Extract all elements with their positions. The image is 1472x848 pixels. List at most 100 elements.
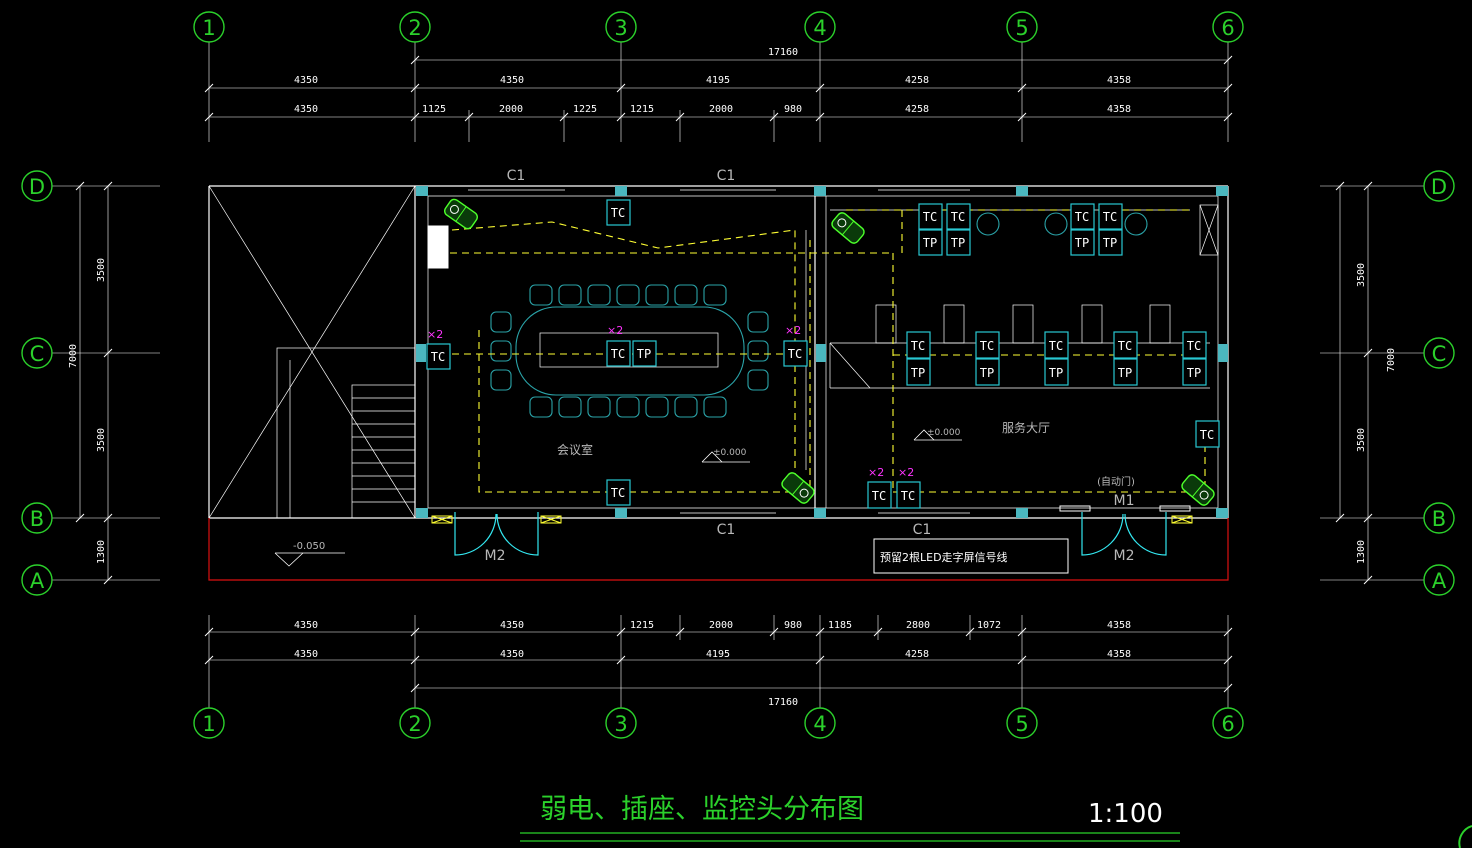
dim-bot-r1-2: 4350 (500, 620, 524, 631)
axis-label-B-right: B (1432, 507, 1446, 531)
dim-top-r1-2: 4350 (500, 75, 524, 86)
meeting-chairs (490, 284, 769, 418)
dim-right-seg-3: 1300 (1356, 540, 1367, 564)
outlet-tc-meeting-table: TC (606, 340, 631, 367)
room-label-service-hall: 服务大厅 (1002, 420, 1050, 435)
axis-bubbles-bottom: 1 2 3 4 5 6 (193, 707, 1244, 739)
axis-label-A-right: A (1432, 569, 1447, 593)
corner-mark (1458, 825, 1472, 848)
dim-bot-r1-4: 2000 (709, 620, 733, 631)
outlet-tc-hall-bottom-2: TC (896, 481, 921, 509)
dim-right-seg-1: 3500 (1356, 263, 1367, 287)
dim-bot-r2-1: 4350 (294, 649, 318, 660)
axis-label-B-left: B (30, 507, 44, 531)
svg-text:TC: TC (611, 206, 625, 220)
dim-top-r1-5: 4358 (1107, 75, 1131, 86)
multiplier-tc-meeting-table: ×2 (607, 324, 623, 337)
svg-text:TP: TP (637, 347, 651, 361)
svg-text:TP: TP (1103, 236, 1117, 250)
outlet-pair-back-1: TC TP TC TP (918, 203, 971, 256)
axis-label-2-top: 2 (408, 16, 421, 40)
svg-text:TC: TC (1049, 339, 1063, 353)
svg-text:TC: TC (923, 210, 937, 224)
svg-text:TC: TC (872, 489, 886, 503)
camera-icon-hall-top (831, 212, 865, 244)
outlet-counter-1: TC TP (906, 331, 931, 386)
meeting-table (515, 306, 745, 396)
dim-top-r2-5: 1215 (630, 104, 654, 115)
dim-top-r2-3: 2000 (499, 104, 523, 115)
level-marker-outdoor: -0.050 (274, 541, 345, 567)
dim-bot-r1-3: 1215 (630, 620, 654, 631)
axis-label-A-left: A (30, 569, 45, 593)
dim-top-r1-4: 4258 (905, 75, 929, 86)
multiplier-tc-meeting-right: ×2 (785, 324, 801, 337)
dim-bot-r1-1: 4350 (294, 620, 318, 631)
window-label-c1-top-1: C1 (507, 168, 526, 184)
axis-label-4-bottom: 4 (813, 712, 826, 736)
window-label-c1-bottom-1: C1 (717, 522, 736, 538)
dim-left-total: 7000 (68, 344, 79, 368)
multiplier-tc-hall-2: ×2 (898, 466, 914, 479)
svg-text:TP: TP (980, 366, 994, 380)
svg-text:TP: TP (1118, 366, 1132, 380)
camera-icon-hall-bottom (1181, 474, 1215, 506)
axis-bubbles-left: D C B A (21, 170, 53, 596)
dim-bot-r1-8: 1072 (977, 620, 1001, 631)
drawing-title: 弱电、插座、监控头分布图 (540, 794, 864, 825)
dim-left-seg-2: 3500 (96, 428, 107, 452)
outlet-tc-hall-right: TC (1195, 420, 1220, 448)
dim-left-seg-1: 3500 (96, 258, 107, 282)
led-note-text: 预留2根LED走字屏信号线 (880, 550, 1008, 564)
dim-top-r1-1: 4350 (294, 75, 318, 86)
dim-bot-r2-3: 4195 (706, 649, 730, 660)
svg-text:TC: TC (788, 347, 802, 361)
svg-text:TP: TP (911, 366, 925, 380)
outlet-counter-3: TC TP (1044, 331, 1069, 386)
axis-label-6-bottom: 6 (1221, 712, 1234, 736)
outlet-tc-meeting-right: TC (783, 340, 808, 367)
axis-extension-lines (52, 42, 1424, 708)
level-marker-meeting: ±0.000 (701, 448, 750, 463)
svg-text:TC: TC (951, 210, 965, 224)
dim-bot-r2-5: 4358 (1107, 649, 1131, 660)
axis-label-3-top: 3 (614, 16, 627, 40)
axis-label-C-right: C (1432, 342, 1447, 366)
svg-text:TP: TP (1049, 366, 1063, 380)
outlet-tc-meeting-bottom: TC (606, 479, 631, 506)
dim-top-r2-8: 4258 (905, 104, 929, 115)
dim-top-total: 17160 (768, 47, 798, 58)
svg-text:TC: TC (911, 339, 925, 353)
outlet-tc-meeting-left: TC (426, 343, 451, 370)
axis-label-3-bottom: 3 (614, 712, 627, 736)
top-dimension-chains: 17160 4350 4350 4195 4258 4358 4350 1125… (204, 47, 1233, 142)
bottom-dimension-chains: 4350 4350 1215 2000 980 1185 2800 1072 4… (204, 615, 1233, 708)
led-note-box: 预留2根LED走字屏信号线 (873, 538, 1069, 574)
svg-text:TC: TC (980, 339, 994, 353)
door-label-m2-right: M2 (1114, 548, 1135, 564)
svg-text:TP: TP (923, 236, 937, 250)
svg-text:TP: TP (1187, 366, 1201, 380)
side-dimension-chains: 3500 3500 1300 7000 3500 3500 1300 7000 (68, 181, 1397, 585)
dim-top-r2-2: 1125 (422, 104, 446, 115)
camera-icon-meeting-bottom (781, 472, 815, 504)
multiplier-annotations: ×2 ×2 ×2 ×2 ×2 (427, 324, 914, 479)
axis-label-5-top: 5 (1015, 16, 1028, 40)
dim-left-seg-3: 1300 (96, 540, 107, 564)
dim-bot-r1-7: 2800 (906, 620, 930, 631)
dim-bot-r1-6: 1185 (828, 620, 852, 631)
outlet-counter-2: TC TP (975, 331, 1000, 386)
svg-text:TC: TC (1075, 210, 1089, 224)
axis-label-1-bottom: 1 (202, 712, 215, 736)
svg-text:TC: TC (901, 489, 915, 503)
dim-right-total: 7000 (1386, 348, 1397, 372)
window-label-c1-bottom-2: C1 (913, 522, 932, 538)
dim-bot-r2-4: 4258 (905, 649, 929, 660)
dim-top-r2-1: 4350 (294, 104, 318, 115)
svg-text:±0.000: ±0.000 (927, 428, 961, 438)
axis-label-D-left: D (29, 175, 45, 199)
svg-text:TP: TP (951, 236, 965, 250)
axis-label-1-top: 1 (202, 16, 215, 40)
svg-text:TC: TC (431, 350, 445, 364)
